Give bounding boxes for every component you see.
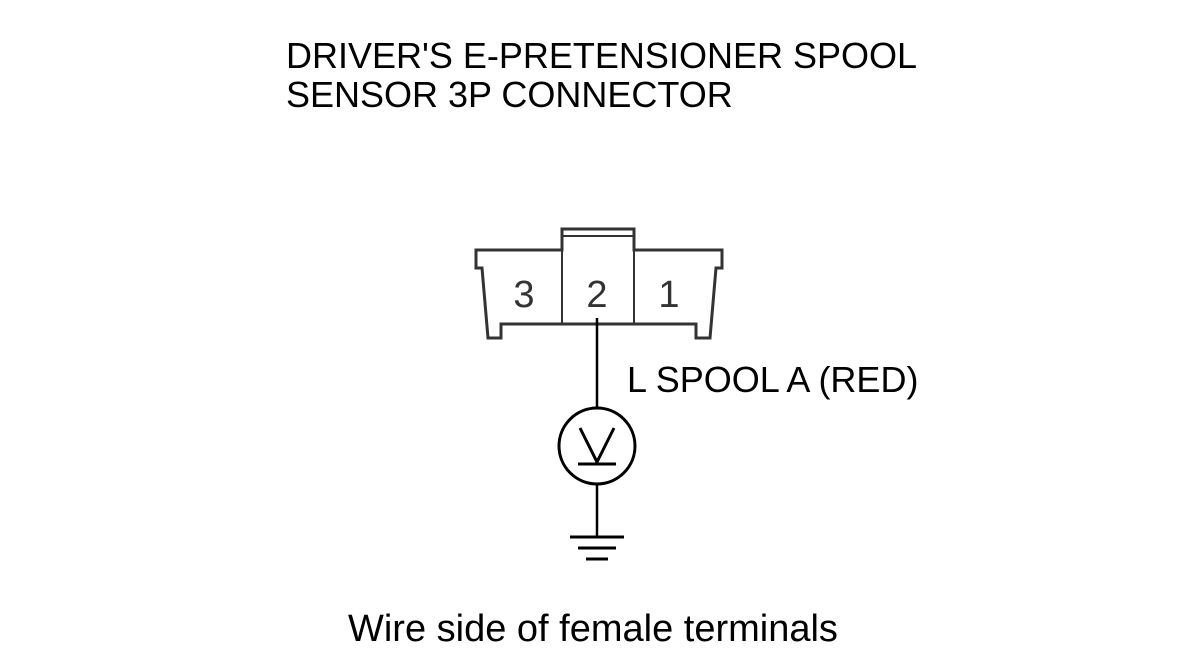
wire-label: L SPOOL A (RED) xyxy=(627,359,919,400)
diagram-caption: Wire side of female terminals xyxy=(348,608,838,650)
ground-icon xyxy=(570,535,624,561)
pin-1-label: 1 xyxy=(658,274,679,316)
voltmeter-icon xyxy=(557,406,637,486)
diagram-title: DRIVER'S E-PRETENSIONER SPOOL SENSOR 3P … xyxy=(286,36,917,114)
pin-2-label: 2 xyxy=(586,274,607,316)
connector-housing xyxy=(474,227,724,340)
title-line-2: SENSOR 3P CONNECTOR xyxy=(286,74,733,115)
title-line-1: DRIVER'S E-PRETENSIONER SPOOL xyxy=(286,35,918,76)
pin-3-label: 3 xyxy=(513,274,534,316)
voltmeter-v-symbol xyxy=(578,427,616,466)
